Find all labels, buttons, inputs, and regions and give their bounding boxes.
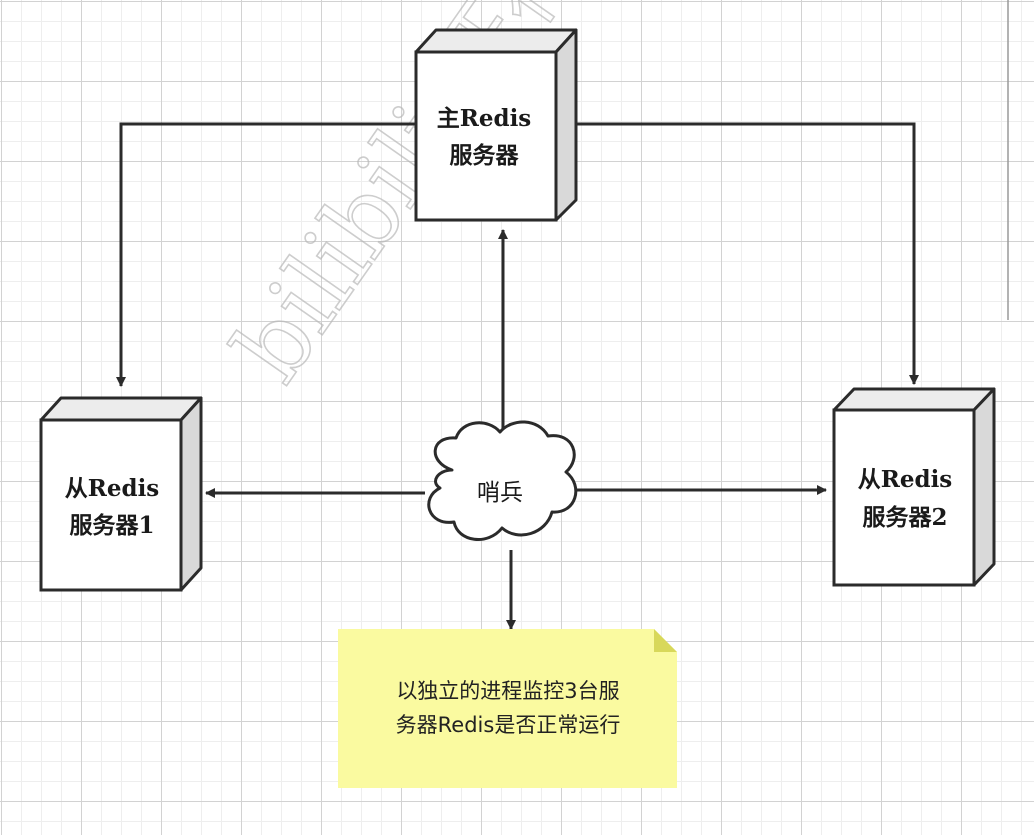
note-text-line1: 以独立的进程监控3台服 xyxy=(396,679,619,703)
slave2-server-side-face xyxy=(972,387,996,587)
slave2-server-label-line1: 从Redis xyxy=(858,466,953,493)
sentinel-node[interactable]: 哨兵 xyxy=(427,420,578,541)
slave2-server-front-face xyxy=(832,408,976,587)
edge-master-to-slave1 xyxy=(116,122,416,387)
slave1-server-side-face xyxy=(179,396,203,592)
slave1-server-label-line2: 服务器1 xyxy=(69,512,154,539)
slave1-server-label-line1: 从Redis xyxy=(65,475,160,502)
slave2-server-top-face xyxy=(832,387,996,412)
note-text-line2: 务器Redis是否正常运行 xyxy=(396,713,621,737)
sentinel-label: 哨兵 xyxy=(477,480,523,506)
master-server-label-line2: 服务器 xyxy=(450,142,520,169)
master-server-top-face xyxy=(414,28,578,54)
master-server-side-face xyxy=(554,28,578,222)
master-server-front-face xyxy=(414,50,558,222)
edges xyxy=(116,122,919,630)
slave2-server-label-line2: 服务器2 xyxy=(862,504,947,531)
master-server-node[interactable]: 主Redis 服务器 xyxy=(414,28,578,222)
slave2-server-node[interactable]: 从Redis 服务器2 xyxy=(832,387,996,587)
note-body xyxy=(338,629,677,788)
note: 以独立的进程监控3台服 务器Redis是否正常运行 xyxy=(338,629,677,788)
cloud-icon xyxy=(427,420,578,541)
slave1-server-node[interactable]: 从Redis 服务器1 xyxy=(39,396,203,592)
note-fold xyxy=(654,629,677,652)
edge-master-to-slave2 xyxy=(556,122,919,385)
slave1-server-top-face xyxy=(39,396,203,422)
slave1-server-front-face xyxy=(39,418,183,592)
master-server-label-line1: 主Redis xyxy=(437,105,532,132)
